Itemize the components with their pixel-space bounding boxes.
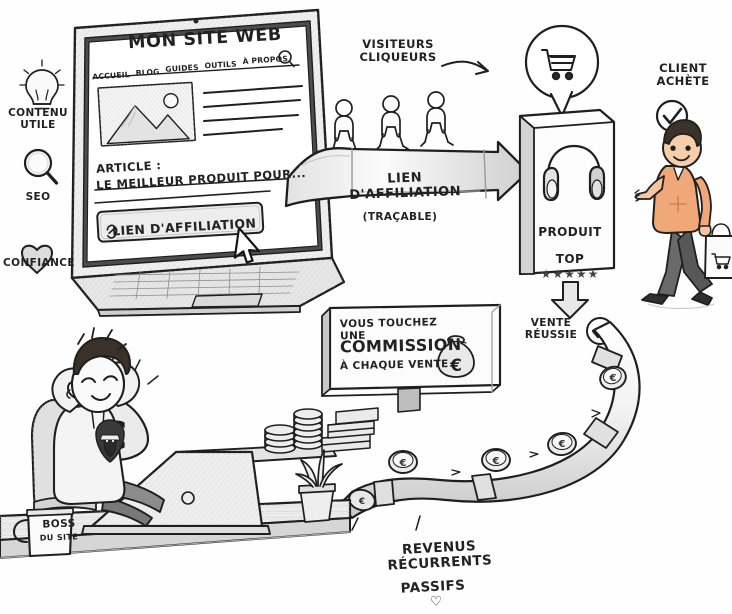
affiliate-link-button-shape xyxy=(96,201,265,243)
laptop-illustration xyxy=(70,8,346,317)
conveyor-coin: € xyxy=(599,365,627,391)
search-icon xyxy=(278,50,295,68)
product-name-line1: PRODUIT xyxy=(538,224,602,239)
link-chain-icon xyxy=(106,224,118,239)
visitor-figures xyxy=(328,91,454,155)
nav-item-a-propos[interactable]: À PROPOS xyxy=(242,54,289,66)
potted-plant-icon xyxy=(295,449,343,523)
sidebar-item-label-confiance: CONFIANCE xyxy=(3,257,75,269)
shopping-bag-cart-icon xyxy=(711,253,731,270)
money-bag-icon: € xyxy=(437,335,475,378)
visitors-arrow-icon xyxy=(441,60,489,75)
svg-text:€: € xyxy=(399,458,407,469)
product-box xyxy=(518,108,616,276)
nav-item-outils[interactable]: OUTILS xyxy=(204,58,237,70)
mouse-cursor-icon xyxy=(233,226,261,264)
svg-text:€: € xyxy=(558,439,566,450)
affiliate-arrow-label: LIEN D'AFFILIATION xyxy=(349,170,462,203)
sidebar-item-label-contenu-utile: CONTENU UTILE xyxy=(8,107,68,131)
sidebar-item-label-seo: SEO xyxy=(25,191,51,203)
affiliate-link-arrow xyxy=(284,140,530,208)
affiliate-arrow-sublabel: (TRAÇABLE) xyxy=(362,211,438,223)
svg-text:€: € xyxy=(609,373,617,384)
mug-label-line1: BOSS xyxy=(42,517,76,531)
shopping-cart-icon xyxy=(541,49,576,81)
visitor-figure xyxy=(328,99,362,155)
lightbulb-icon xyxy=(19,59,65,110)
client-figure xyxy=(634,119,732,309)
product-name-line2: TOP xyxy=(555,252,585,267)
product-star-rating: ★★★★★ xyxy=(540,267,600,282)
sale-label: VENTE RÉUSSIE xyxy=(524,317,578,341)
coin-stacks-icon xyxy=(264,408,323,454)
commission-line2: COMMISSION xyxy=(339,334,462,357)
coin-conveyor: € € € € xyxy=(338,320,641,520)
svg-text:€: € xyxy=(358,497,365,507)
conveyor-coin: € xyxy=(481,448,511,472)
shirt-logo-icon xyxy=(95,419,125,463)
magnifier-icon xyxy=(23,148,59,185)
commission-sign: € xyxy=(321,303,502,413)
caption-heart-icon: ♡ xyxy=(429,593,443,611)
visitor-figure xyxy=(375,95,409,151)
caption-line2: PASSIFS ♡ xyxy=(377,562,489,613)
conveyor-coin: € xyxy=(388,450,418,474)
heart-icon xyxy=(21,244,53,274)
headphones-icon xyxy=(542,144,606,202)
relaxed-person-icon xyxy=(30,327,165,527)
banknotes-icon xyxy=(321,407,379,453)
conveyor-coin: € xyxy=(348,488,376,512)
svg-text:€: € xyxy=(492,456,500,467)
client-label: CLIENT ACHÈTE xyxy=(656,61,710,88)
product-name: PRODUIT TOP ★★★★★ xyxy=(530,212,610,296)
conveyor-coin: € xyxy=(547,431,577,457)
down-arrow-icon xyxy=(551,281,589,319)
coffee-mug xyxy=(12,507,74,558)
nav-item-guides[interactable]: GUIDES xyxy=(165,62,199,74)
mug-label-line2: DU SITE xyxy=(39,532,79,543)
nav-item-blog[interactable]: BLOG xyxy=(135,66,160,78)
visitor-figure xyxy=(420,91,454,147)
cart-bubble xyxy=(524,24,600,118)
svg-text:€: € xyxy=(449,356,462,376)
visitors-label: VISITEURS CLIQUEURS xyxy=(359,37,437,64)
